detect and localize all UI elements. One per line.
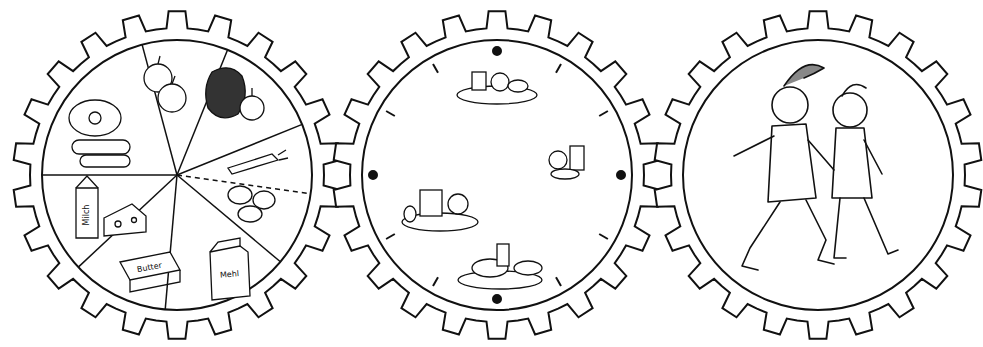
segment-divider — [165, 175, 177, 310]
package-label: Mehl — [220, 270, 240, 280]
clock-tick — [599, 111, 608, 116]
gear-rim — [42, 40, 312, 310]
package-label: Milch — [83, 205, 91, 226]
clock-tick — [556, 277, 561, 286]
gear — [14, 11, 341, 339]
segment-divider — [42, 174, 177, 176]
food-circle-dividers — [42, 45, 311, 310]
clock-dot — [493, 295, 501, 303]
gear-rim — [683, 40, 953, 310]
clock-dot — [369, 171, 377, 179]
clock-tick — [386, 234, 395, 239]
segment-divider — [177, 124, 302, 175]
running-children — [734, 65, 898, 270]
clock-tick — [599, 234, 608, 239]
meal-icons — [402, 72, 584, 289]
clock-dot — [617, 171, 625, 179]
clock-dot — [493, 47, 501, 55]
food-icons — [69, 56, 288, 300]
clock-tick — [556, 64, 561, 73]
clock-tick — [433, 277, 438, 286]
clock-marks — [369, 47, 625, 303]
clock-tick — [386, 111, 395, 116]
gear — [655, 11, 982, 339]
clock-tick — [433, 64, 438, 73]
gear — [334, 11, 661, 339]
gear-rim — [362, 40, 632, 310]
